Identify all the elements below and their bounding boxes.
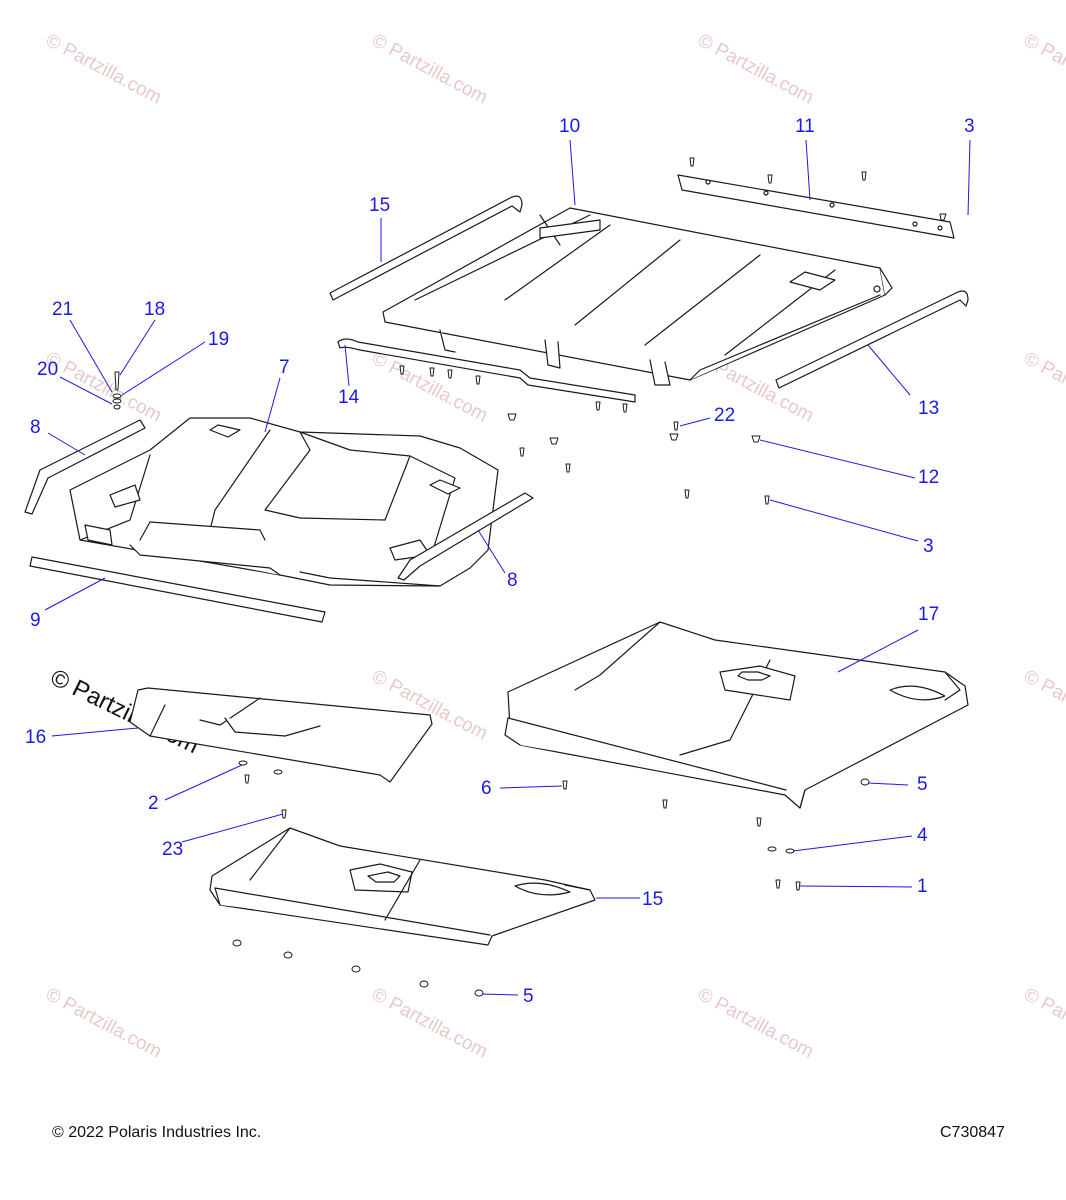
callout-14: 14 bbox=[338, 387, 360, 408]
callout-15: 15 bbox=[642, 889, 664, 910]
part-seal-strip-left bbox=[24, 419, 146, 515]
callout-4: 4 bbox=[917, 825, 928, 846]
copyright-notice: © 2022 Polaris Industries Inc. bbox=[52, 1124, 262, 1141]
part-front-seal-strip bbox=[337, 338, 636, 403]
callout-12: 12 bbox=[918, 467, 940, 488]
part-rear-cross-panel bbox=[129, 687, 433, 783]
callout-15: 15 bbox=[369, 195, 391, 216]
callout-3: 3 bbox=[923, 536, 934, 557]
callout-8: 8 bbox=[30, 417, 41, 438]
callout-13: 13 bbox=[918, 398, 940, 419]
callout-22: 22 bbox=[714, 405, 736, 426]
callout-17: 17 bbox=[918, 604, 940, 625]
part-roof-rear-panel bbox=[382, 207, 893, 386]
leader-lines bbox=[44, 139, 971, 996]
part-front-lip bbox=[29, 556, 326, 623]
callout-20: 20 bbox=[37, 359, 59, 380]
fastener-group bbox=[112, 157, 947, 997]
part-rear-rail bbox=[677, 174, 955, 239]
callout-8: 8 bbox=[507, 570, 518, 591]
diagram-code: C730847 bbox=[940, 1124, 1005, 1141]
callout-19: 19 bbox=[208, 329, 230, 350]
callout-23: 23 bbox=[162, 839, 184, 860]
part-roof-seal-left bbox=[329, 195, 523, 301]
callout-16: 16 bbox=[25, 727, 47, 748]
callout-7: 7 bbox=[279, 357, 290, 378]
callout-3: 3 bbox=[964, 116, 975, 137]
callout-10: 10 bbox=[559, 116, 581, 137]
callout-11: 11 bbox=[795, 116, 815, 137]
part-roof-front-shell bbox=[69, 417, 499, 587]
callout-9: 9 bbox=[30, 610, 41, 631]
callout-21: 21 bbox=[52, 299, 74, 320]
callout-5: 5 bbox=[523, 986, 534, 1007]
callout-18: 18 bbox=[144, 299, 166, 320]
part-lower-headliner-panel bbox=[209, 827, 596, 946]
part-seal-strip-right bbox=[397, 492, 534, 581]
callout-1: 1 bbox=[917, 876, 928, 897]
part-headliner bbox=[504, 621, 969, 809]
callout-6: 6 bbox=[481, 778, 492, 799]
callout-2: 2 bbox=[148, 793, 159, 814]
callout-5: 5 bbox=[917, 774, 928, 795]
part-roof-seal-right bbox=[775, 290, 969, 389]
